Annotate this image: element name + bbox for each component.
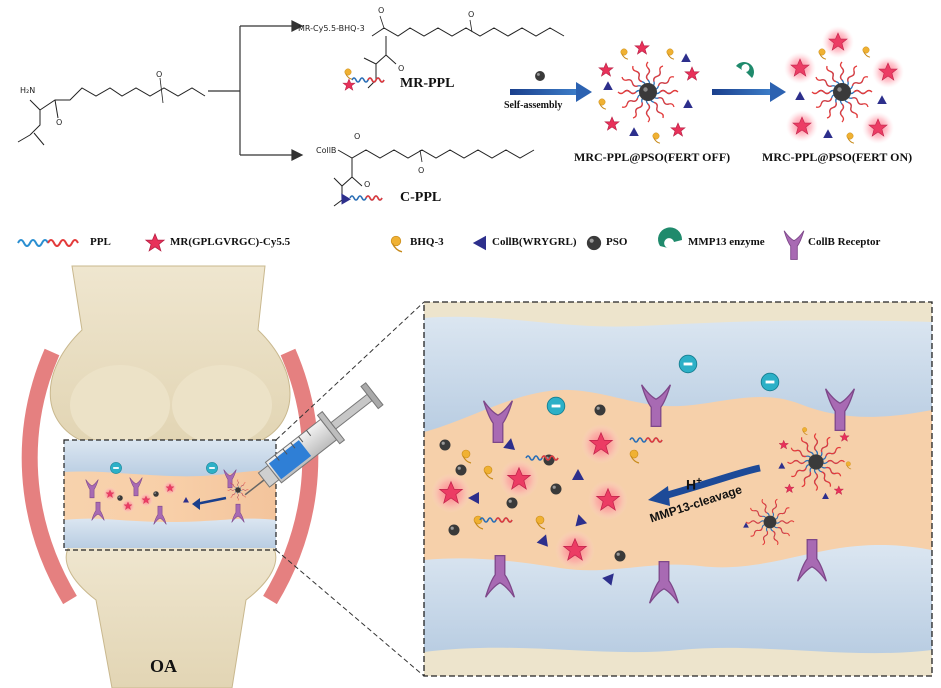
chem-bottom-o2: O [364,180,371,189]
legend-label-mmp13: MMP13 enzyme [688,236,765,248]
self-assembly-label: Self-assembly [504,100,563,111]
collb-receptor-icon [783,230,805,260]
branch-arrows [208,20,304,161]
chem-o-label: O [56,118,63,127]
fert-on-label: MRC-PPL@PSO(FERT ON) [762,150,913,164]
ppl-wave-icon [17,239,79,247]
zoom-connectors [275,301,425,677]
self-assembly-arrow [510,71,592,102]
oa-label: OA [150,656,177,676]
chem-structure-top [363,15,565,89]
h-plus-label: H+ [686,476,702,493]
c-ppl-label: C-PPL [400,190,442,205]
red-star-icon [145,233,165,252]
chem-top-o3: O [398,64,405,73]
legend-label-ppl: PPL [90,236,111,248]
chem-o2-label: O [156,70,163,79]
legend-icons [17,227,805,260]
pso-ball-icon [586,235,602,251]
fert-off-label: MRC-PPL@PSO(FERT OFF) [574,150,731,164]
bhq-icon [390,235,403,253]
legend-label-mr: MR(GPLGVRGC)-Cy5.5 [170,236,291,248]
chem-bottom-o3: O [354,132,361,141]
knee-joint [21,265,319,688]
legend-label-bhq: BHQ-3 [410,236,444,248]
nanoparticle-fert-on [783,25,905,145]
collb-triangle-icon [472,235,486,251]
c-ppl-icon [336,190,383,205]
chem-top-o2: O [468,10,475,19]
activation-arrow [712,61,786,102]
zoom-panel [423,301,933,677]
chem-structure-left [17,77,206,146]
nanoparticle-fert-off [598,40,700,144]
mr-ppl-label: MR-PPL [400,76,455,91]
chem-top-prefix: MR-Cy5.5-BHQ-3 [298,24,365,33]
chem-bottom-prefix: CollB [316,146,337,155]
syringe [244,382,384,496]
chem-bottom-o: O [418,166,425,175]
legend-label-collb: CollB(WRYGRL) [492,236,577,248]
mmp13-enzyme-icon [658,227,683,248]
mr-ppl-icon [342,68,385,91]
chem-nh2-label: H₂N [20,86,36,95]
legend-label-receptor: CollB Receptor [808,236,881,248]
legend-label-pso: PSO [606,236,628,248]
chem-top-o: O [378,6,385,15]
